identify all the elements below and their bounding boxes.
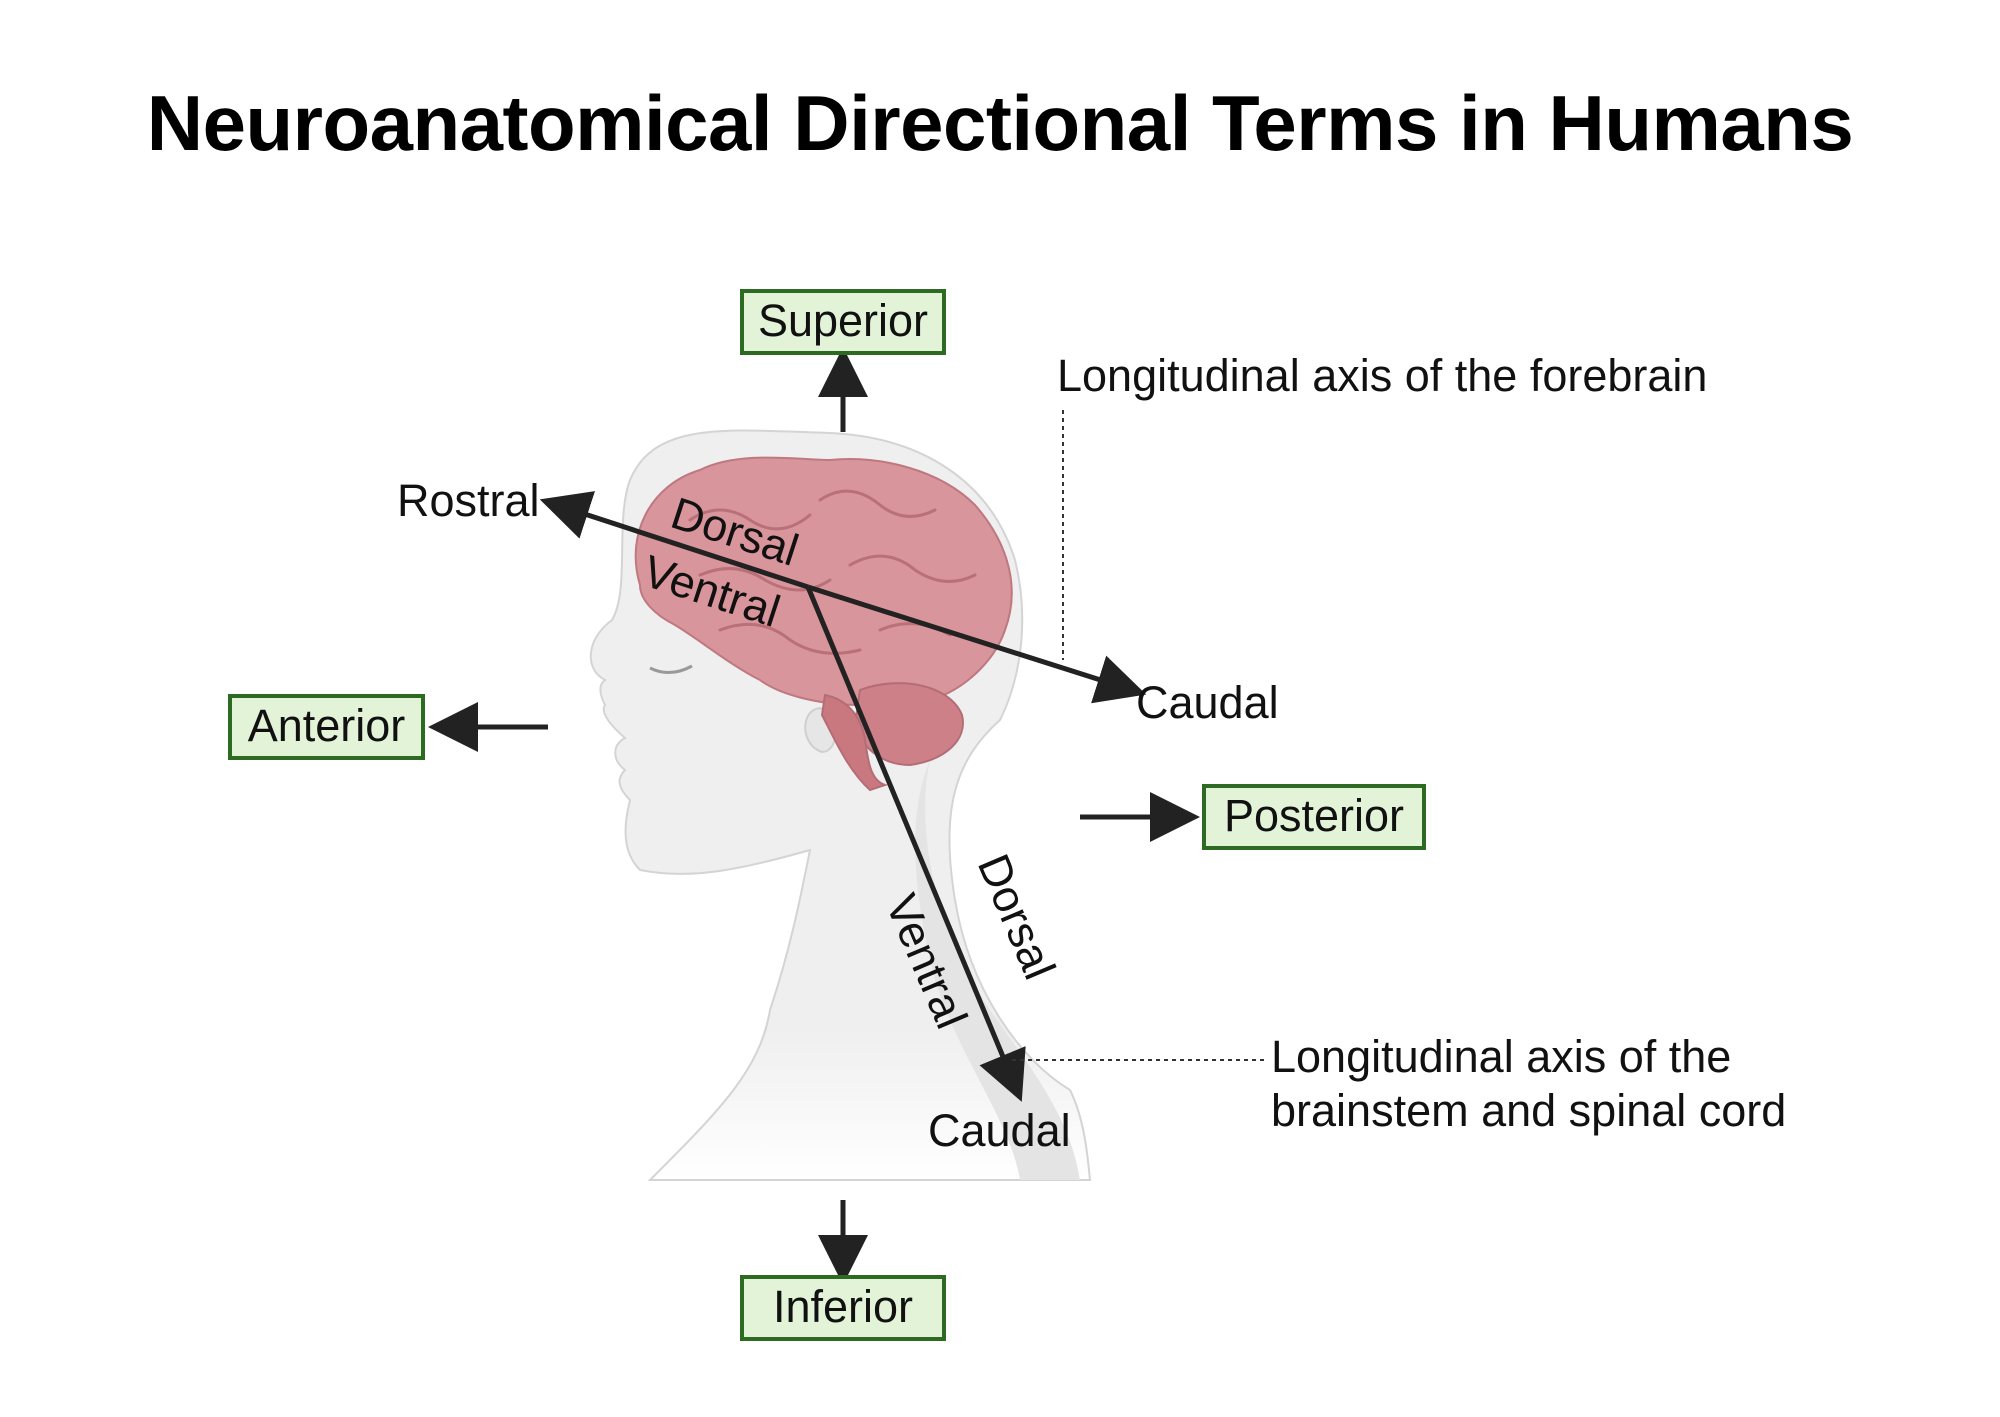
brainstem-axis-note: Longitudinal axis of the brainstem and s… bbox=[1271, 1030, 1786, 1138]
anterior-box: Anterior bbox=[228, 694, 425, 760]
posterior-box: Posterior bbox=[1202, 784, 1426, 850]
forebrain-axis-note: Longitudinal axis of the forebrain bbox=[1057, 350, 1708, 401]
diagram-title: Neuroanatomical Directional Terms in Hum… bbox=[146, 79, 1854, 167]
brain bbox=[634, 456, 1013, 707]
brainstem bbox=[820, 693, 889, 792]
forebrain-axis-rostral bbox=[539, 491, 809, 590]
brainstem-caudal-label: Caudal bbox=[928, 1105, 1071, 1156]
rostral-label: Rostral bbox=[397, 475, 540, 526]
closed-eye bbox=[649, 664, 693, 674]
cerebellum bbox=[853, 682, 964, 767]
superior-box: Superior bbox=[740, 289, 946, 355]
forebrain-caudal-label: Caudal bbox=[1136, 677, 1279, 728]
brainstem-note-line1: Longitudinal axis of the bbox=[1271, 1031, 1732, 1082]
brainstem-note-line2: brainstem and spinal cord bbox=[1271, 1085, 1787, 1136]
brainstem-axis bbox=[805, 586, 1026, 1102]
forebrain-axis-caudal bbox=[807, 584, 1147, 704]
inferior-box: Inferior bbox=[740, 1275, 946, 1341]
